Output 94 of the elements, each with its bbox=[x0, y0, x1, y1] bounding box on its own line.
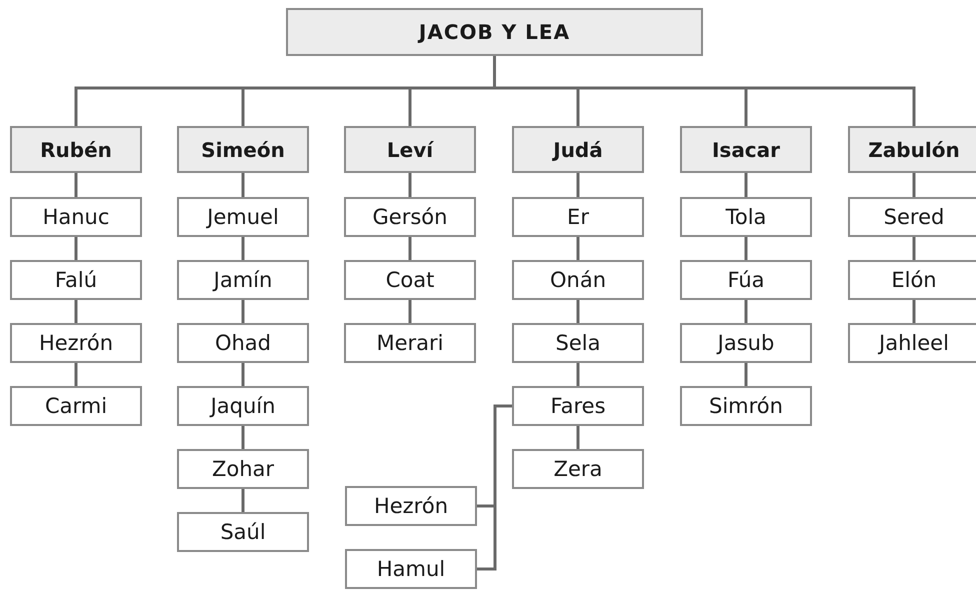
name-label: Jahleel bbox=[879, 331, 949, 355]
name-label: Simrón bbox=[709, 394, 783, 418]
connector-line bbox=[576, 173, 580, 197]
connector-line bbox=[912, 237, 916, 260]
name-box bbox=[344, 323, 476, 363]
name-label: Onán bbox=[550, 268, 606, 292]
name-box bbox=[177, 197, 309, 237]
name-box bbox=[177, 260, 309, 300]
name-box bbox=[10, 386, 142, 426]
name-label: Hanuc bbox=[42, 205, 110, 229]
name-label: Saúl bbox=[220, 520, 266, 544]
parent-box bbox=[512, 126, 644, 173]
parent-box bbox=[177, 126, 309, 173]
connector-line bbox=[242, 237, 244, 260]
connector-line bbox=[477, 404, 512, 570]
name-box bbox=[848, 260, 976, 300]
connector-line bbox=[744, 173, 748, 197]
name-box bbox=[177, 323, 309, 363]
name-box bbox=[512, 323, 644, 363]
parent-box bbox=[680, 126, 812, 173]
connector-line bbox=[576, 237, 580, 260]
connector-line bbox=[408, 300, 412, 323]
connector-line bbox=[242, 363, 244, 386]
connector-line bbox=[576, 426, 580, 449]
name-label: Elón bbox=[891, 268, 937, 292]
connector-line bbox=[576, 300, 580, 323]
name-label: Fúa bbox=[727, 268, 765, 292]
name-label: Zera bbox=[554, 457, 602, 481]
connector-line bbox=[242, 173, 244, 197]
title-box bbox=[286, 8, 703, 56]
name-box bbox=[512, 197, 644, 237]
name-label: Zabulón bbox=[868, 138, 960, 162]
name-box bbox=[177, 512, 309, 552]
parent-box bbox=[848, 126, 976, 173]
name-label: Jasub bbox=[718, 331, 774, 355]
name-box bbox=[177, 386, 309, 426]
connector-line bbox=[74, 237, 78, 260]
connector-line bbox=[576, 363, 580, 386]
name-box bbox=[345, 486, 477, 526]
connector-line bbox=[242, 300, 244, 323]
connector-line bbox=[744, 237, 748, 260]
name-box bbox=[512, 260, 644, 300]
name-box bbox=[848, 197, 976, 237]
name-label: Ohad bbox=[214, 331, 272, 355]
name-label: Coat bbox=[386, 268, 434, 292]
name-label: Zohar bbox=[212, 457, 274, 481]
name-box bbox=[344, 197, 476, 237]
name-label: Falú bbox=[54, 268, 98, 292]
name-label: Hezrón bbox=[38, 331, 114, 355]
name-label: Tola bbox=[726, 205, 766, 229]
name-label: Sered bbox=[884, 205, 944, 229]
name-label: Jamín bbox=[214, 268, 272, 292]
name-box bbox=[680, 323, 812, 363]
name-label: Gersón bbox=[372, 205, 448, 229]
connector-line bbox=[912, 173, 916, 197]
name-box bbox=[848, 323, 976, 363]
name-label: Jemuel bbox=[207, 205, 279, 229]
name-label: Merari bbox=[376, 331, 444, 355]
name-label: Carmi bbox=[44, 394, 108, 418]
name-label: Leví bbox=[386, 138, 434, 162]
name-label: Rubén bbox=[40, 138, 112, 162]
connector-line bbox=[912, 300, 916, 323]
name-box bbox=[680, 197, 812, 237]
name-box bbox=[512, 449, 644, 489]
name-box bbox=[10, 197, 142, 237]
name-label: Simeón bbox=[201, 138, 285, 162]
connector-line bbox=[242, 489, 244, 512]
connector-line bbox=[242, 426, 244, 449]
name-label: Jaquín bbox=[210, 394, 276, 418]
name-box bbox=[512, 386, 644, 426]
name-box bbox=[177, 449, 309, 489]
connector-line bbox=[74, 173, 78, 197]
name-label: Fares bbox=[550, 394, 606, 418]
name-box bbox=[680, 386, 812, 426]
name-box bbox=[10, 260, 142, 300]
name-label: Hamul bbox=[376, 557, 446, 581]
connector-line bbox=[744, 300, 748, 323]
name-label: Hezrón bbox=[374, 494, 448, 518]
name-box bbox=[680, 260, 812, 300]
connector-line bbox=[744, 363, 748, 386]
connector-line bbox=[74, 363, 78, 386]
name-label: JACOB Y LEA bbox=[418, 20, 570, 44]
name-label: Judá bbox=[553, 138, 603, 162]
name-label: Er bbox=[567, 205, 589, 229]
parent-box bbox=[344, 126, 476, 173]
connector-line bbox=[408, 173, 412, 197]
name-box bbox=[344, 260, 476, 300]
name-box bbox=[345, 549, 477, 589]
connector-line bbox=[74, 300, 78, 323]
name-label: Sela bbox=[556, 331, 600, 355]
name-label: Isacar bbox=[712, 138, 780, 162]
parent-box bbox=[10, 126, 142, 173]
connector-line bbox=[408, 237, 412, 260]
name-box bbox=[10, 323, 142, 363]
